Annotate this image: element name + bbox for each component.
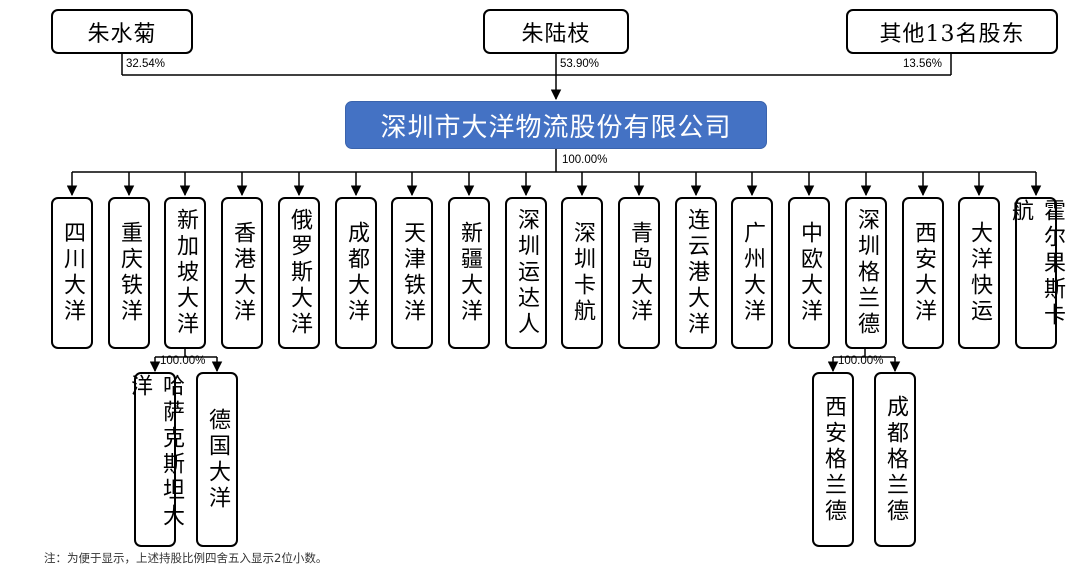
subsidiary-name: 成都大洋 [344,221,369,325]
subsidiary-name: 西安格兰德 [821,394,846,525]
grand-children-pct: 100.00% [838,355,884,367]
shareholder-box-others: 其他13名股东 [846,9,1058,54]
shareholder-pct-3: 13.56% [903,58,943,70]
subsidiary-box: 连云港大洋 [675,197,717,349]
subsidiary-name: 深圳运达人 [514,208,539,338]
company-name: 深圳市大洋物流股份有限公司 [380,112,732,143]
subsidiary-box: 西安大洋 [902,197,944,349]
company-pct: 100.00% [562,154,608,166]
subsidiary-name: 西安大洋 [911,221,936,325]
subsidiary-box: 新疆大洋 [448,197,490,349]
shareholder-box-zhu-luzhi: 朱陆枝 [483,9,629,54]
shareholder-name: 其他13名股东 [879,21,1025,47]
subsidiary-name: 成都格兰德 [883,394,908,525]
subsidiary-name: 天津铁洋 [400,221,425,325]
subsidiary-name: 连云港大洋 [684,208,709,338]
subsidiary-box: 重庆铁洋 [108,197,150,349]
shareholder-name: 朱陆枝 [521,21,591,47]
subsidiary-name: 德国大洋 [205,407,230,512]
subsidiary-box: 俄罗斯大洋 [278,197,320,349]
subsidiary-box: 中欧大洋 [788,197,830,349]
subsidiary-box-xian-grand: 西安格兰德 [812,372,854,547]
subsidiary-name: 大洋快运 [967,221,992,325]
subsidiary-box: 香港大洋 [221,197,263,349]
subsidiary-name: 深圳格兰德 [854,208,879,338]
subsidiary-box: 大洋快运 [958,197,1000,349]
subsidiary-box-chengdu-grand: 成都格兰德 [874,372,916,547]
subsidiary-name: 中欧大洋 [797,221,822,325]
company-box: 深圳市大洋物流股份有限公司 [345,101,767,149]
shareholder-name: 朱水菊 [87,21,157,47]
footnote: 注：为便于显示，上述持股比例四舍五入显示2位小数。 [44,551,328,565]
subsidiary-box-germany: 德国大洋 [196,372,238,547]
subsidiary-name: 新加坡大洋 [173,208,198,338]
subsidiary-name: 俄罗斯大洋 [287,208,312,338]
subsidiary-box: 新加坡大洋 [164,197,206,349]
subsidiary-name: 香港大洋 [230,221,255,325]
subsidiary-box: 成都大洋 [335,197,377,349]
subsidiary-box: 四川大洋 [51,197,93,349]
subsidiary-name: 重庆铁洋 [117,221,142,325]
shareholder-box-zhu-shuiju: 朱水菊 [51,9,193,54]
subsidiary-box: 青岛大洋 [618,197,660,349]
subsidiary-box: 深圳运达人 [505,197,547,349]
subsidiary-box: 广州大洋 [731,197,773,349]
subsidiary-name: 新疆大洋 [457,221,482,325]
shareholder-pct-1: 32.54% [126,58,166,70]
singapore-children-pct: 100.00% [160,355,206,367]
subsidiary-name: 深圳卡航 [570,221,595,325]
shareholder-pct-2: 53.90% [560,58,600,70]
subsidiary-box: 霍尔果斯卡航 [1008,197,1065,349]
subsidiary-name: 四川大洋 [60,221,85,325]
subsidiary-box-kazakhstan: 哈萨克斯坦大洋 [127,372,184,547]
subsidiary-box: 深圳卡航 [561,197,603,349]
subsidiary-box: 深圳格兰德 [845,197,887,349]
subsidiary-name: 广州大洋 [740,221,765,325]
subsidiary-name: 霍尔果斯卡航 [1008,199,1065,329]
subsidiary-box: 天津铁洋 [391,197,433,349]
subsidiary-name: 哈萨克斯坦大洋 [127,374,184,530]
subsidiary-name: 青岛大洋 [627,221,652,325]
